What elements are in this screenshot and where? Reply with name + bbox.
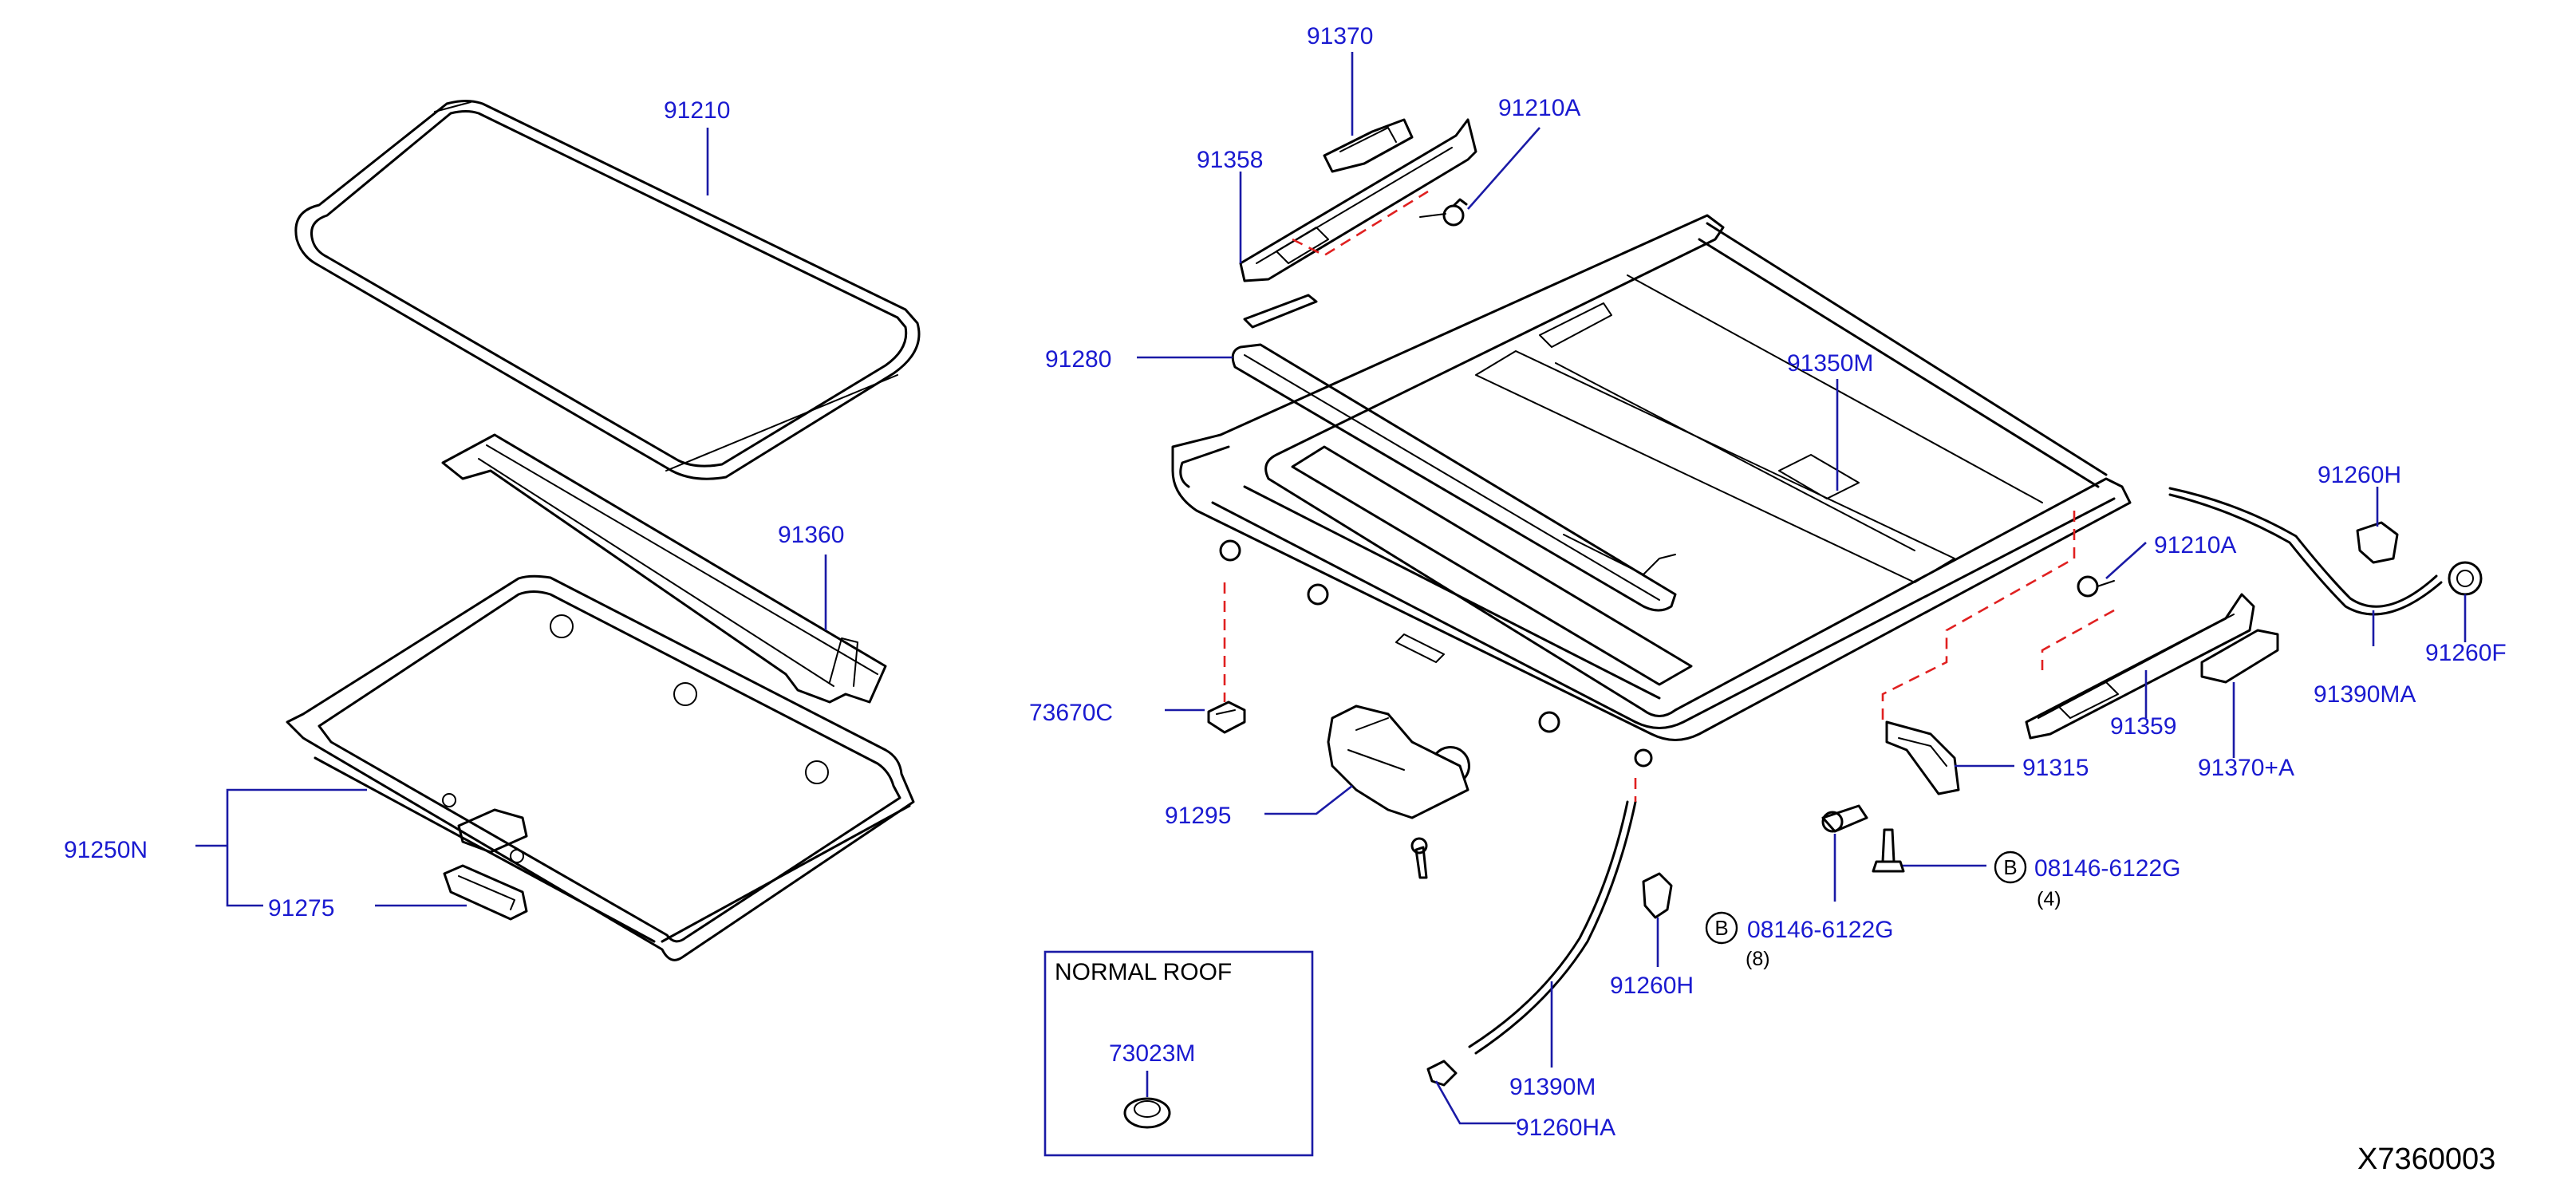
label-91295: 91295 — [1165, 803, 1231, 829]
label-91358: 91358 — [1197, 147, 1263, 173]
bolt-mid-part — [1821, 804, 1868, 833]
handle-part — [443, 864, 528, 921]
label-91260h-mid: 91260H — [1610, 973, 1694, 999]
label-08146-right: 08146-6122G — [2034, 855, 2181, 882]
label-73670c: 73670C — [1029, 700, 1113, 726]
bolt-marker-right — [1994, 851, 2027, 884]
label-91359: 91359 — [2110, 713, 2176, 740]
label-91260h-right: 91260H — [2318, 462, 2401, 488]
leader-lines — [195, 52, 2467, 1125]
label-08146-mid-qty: (8) — [1746, 948, 1770, 970]
drain-hose-front-part — [1468, 800, 1637, 1055]
label-91390ma: 91390MA — [2314, 681, 2416, 708]
bolt-marker-right-text: B — [2003, 855, 2017, 879]
label-91280: 91280 — [1045, 346, 1111, 373]
assembly-dash-lines — [1223, 190, 2115, 802]
top-guide-rail-part — [1239, 118, 1477, 282]
sunroof-frame-part — [1171, 214, 2132, 768]
label-91370: 91370 — [1307, 23, 1373, 49]
bolt-91210a-right-part — [2077, 575, 2115, 598]
part-labels: 91210 91360 91250N 91275 91370 91210A 91… — [64, 23, 2507, 1141]
label-91315: 91315 — [2022, 755, 2089, 781]
rear-link-part — [2200, 629, 2279, 684]
motor-part — [1327, 704, 1470, 879]
grommet-73023m-part — [1123, 1097, 1171, 1129]
clip-73670c-part — [1207, 701, 1246, 734]
hose-clip-right-part — [2356, 521, 2399, 564]
label-73023m: 73023M — [1109, 1040, 1195, 1067]
bolt-right-part — [1872, 828, 1905, 873]
hose-clip-mid-part — [1642, 872, 1673, 919]
bolt-marker-mid — [1705, 911, 1738, 945]
wind-deflector-rail-part — [1231, 294, 1677, 612]
drain-hose-rear-part — [2168, 487, 2443, 616]
label-91260ha: 91260HA — [1516, 1115, 1615, 1141]
label-91210: 91210 — [664, 97, 730, 124]
label-91390m: 91390M — [1509, 1074, 1596, 1100]
label-91260f: 91260F — [2425, 640, 2507, 666]
diagram-code: X7360003 — [2357, 1143, 2495, 1176]
label-91350m: 91350M — [1787, 350, 1873, 377]
inset-title: NORMAL ROOF — [1055, 959, 1232, 985]
label-91210a-top: 91210A — [1498, 95, 1580, 121]
label-91275: 91275 — [268, 895, 334, 922]
sunshade-part — [286, 574, 915, 961]
label-08146-mid: 08146-6122G — [1747, 917, 1894, 943]
hose-end-part — [1426, 1060, 1458, 1087]
grommet-91260f-part — [2448, 561, 2483, 596]
normal-roof-inset: NORMAL ROOF 73023M — [1043, 950, 1314, 1157]
bolt-marker-mid-text: B — [1714, 916, 1728, 940]
label-91360: 91360 — [778, 522, 844, 548]
glass-panel-part — [294, 100, 921, 480]
label-91370a: 91370+A — [2198, 755, 2294, 781]
rear-guide-rail-part — [2025, 593, 2255, 740]
label-08146-right-qty: (4) — [2037, 888, 2061, 910]
bracket-91315-part — [1885, 720, 1960, 795]
label-91210a-right: 91210A — [2154, 532, 2236, 558]
deflector-part — [441, 433, 887, 704]
label-91250n: 91250N — [64, 837, 148, 863]
